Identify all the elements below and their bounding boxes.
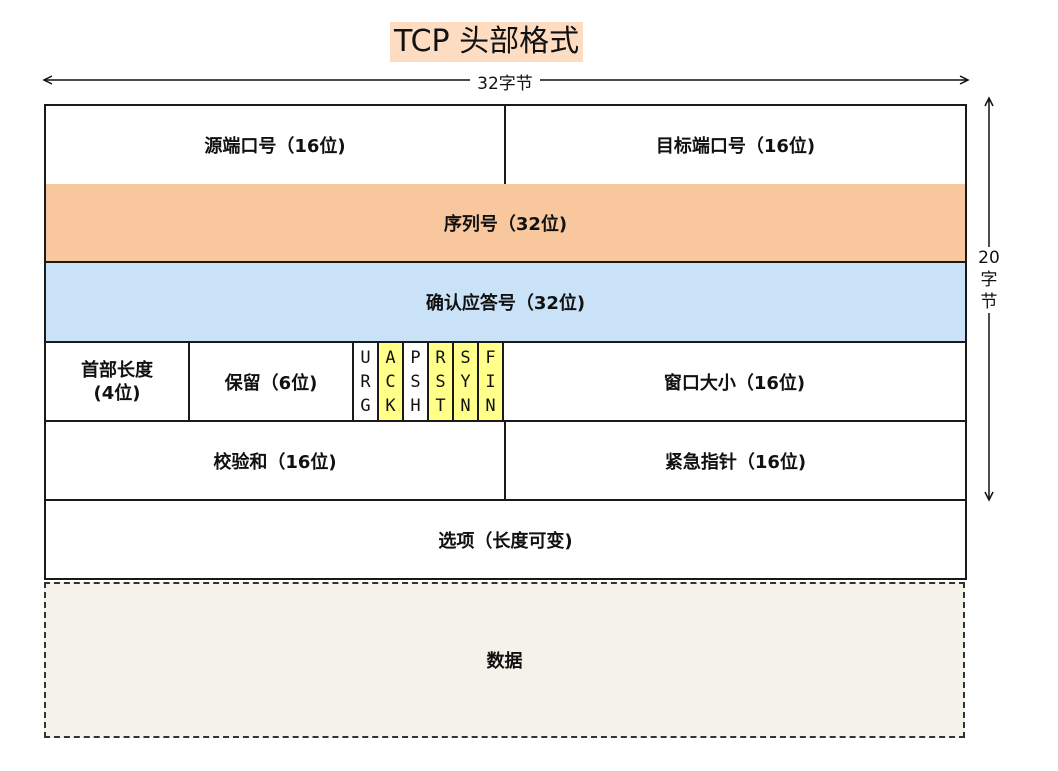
flag-letter: Y	[460, 371, 471, 392]
sequence-row: 序列号（32位)	[44, 184, 967, 263]
flag-letter: S	[435, 371, 446, 392]
tcp-header-diagram: 源端口号（16位) 目标端口号（16位) 序列号（32位) 确认应答号（32位)…	[44, 104, 967, 580]
height-label-line: 节	[980, 292, 998, 312]
port-row: 源端口号（16位) 目标端口号（16位)	[44, 104, 967, 186]
data-section: 数据	[44, 582, 965, 738]
options-field: 选项（长度可变)	[438, 530, 573, 552]
flag-letter: N	[485, 395, 496, 416]
flag-letter: H	[410, 395, 421, 416]
flag-letter: R	[435, 347, 446, 368]
options-row: 选项（长度可变)	[44, 501, 967, 580]
flag-letter: R	[360, 371, 371, 392]
data-label: 数据	[486, 651, 523, 672]
width-label: 32字节	[470, 72, 540, 96]
flag-letter: S	[460, 347, 471, 368]
flag-letter: U	[360, 347, 371, 368]
destination-port-field: 目标端口号（16位)	[655, 136, 816, 157]
ack-row: 确认应答号（32位)	[44, 263, 967, 343]
height-label: 20 字 节	[976, 247, 1002, 313]
diagram-title: TCP 头部格式	[390, 22, 584, 62]
flag-letter: F	[485, 347, 496, 368]
flag-letter: K	[385, 395, 396, 416]
flag-letter: S	[410, 371, 421, 392]
window-size-field: 窗口大小（16位)	[663, 372, 806, 394]
reserved-field: 保留（6位)	[190, 343, 354, 420]
height-label-line: 20	[978, 248, 1000, 268]
checksum-field: 校验和（16位)	[46, 422, 506, 499]
ack-number-field: 确认应答号（32位)	[425, 293, 586, 314]
flag-letter: N	[460, 395, 471, 416]
sequence-number-field: 序列号（32位)	[443, 213, 568, 235]
flag-letter: A	[385, 347, 396, 368]
flag-letter: T	[435, 395, 446, 416]
header-length-label: 首部长度	[81, 359, 153, 381]
urgent-pointer-field: 紧急指针（16位)	[664, 451, 807, 473]
source-port-field: 源端口号（16位)	[46, 106, 506, 184]
header-length-bits: (4位)	[93, 382, 141, 404]
flag-letter: G	[360, 395, 371, 416]
flag-letter: I	[485, 371, 496, 392]
flag-letter: P	[410, 347, 421, 368]
height-label-line: 字	[980, 270, 998, 290]
header-length-field: 首部长度 (4位)	[46, 343, 190, 420]
checksum-row: 校验和（16位) 紧急指针（16位)	[44, 422, 967, 501]
flag-letter: C	[385, 371, 396, 392]
